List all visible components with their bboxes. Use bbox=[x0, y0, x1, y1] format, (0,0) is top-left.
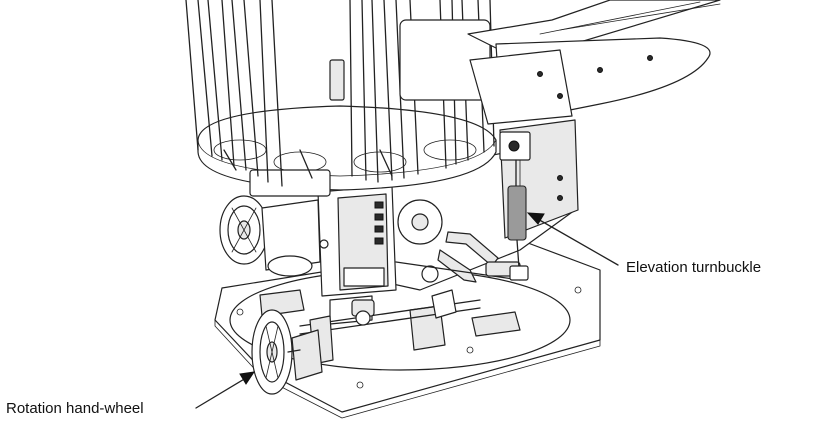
arrow-pointer-icon bbox=[526, 212, 619, 266]
rotation-hand-wheel bbox=[251, 309, 323, 395]
upper-hand-wheel bbox=[219, 195, 321, 277]
arrow-pointer-icon bbox=[195, 371, 256, 409]
elevation-turnbuckle bbox=[499, 131, 531, 281]
clay-carousel bbox=[185, 0, 497, 197]
elevation-turnbuckle-label: Elevation turnbuckle bbox=[626, 259, 762, 276]
elevation-mechanism bbox=[395, 199, 521, 283]
throwing-arm bbox=[467, 0, 721, 125]
rotation-hand-wheel-label: Rotation hand-wheel bbox=[6, 400, 144, 417]
control-box bbox=[317, 185, 397, 297]
